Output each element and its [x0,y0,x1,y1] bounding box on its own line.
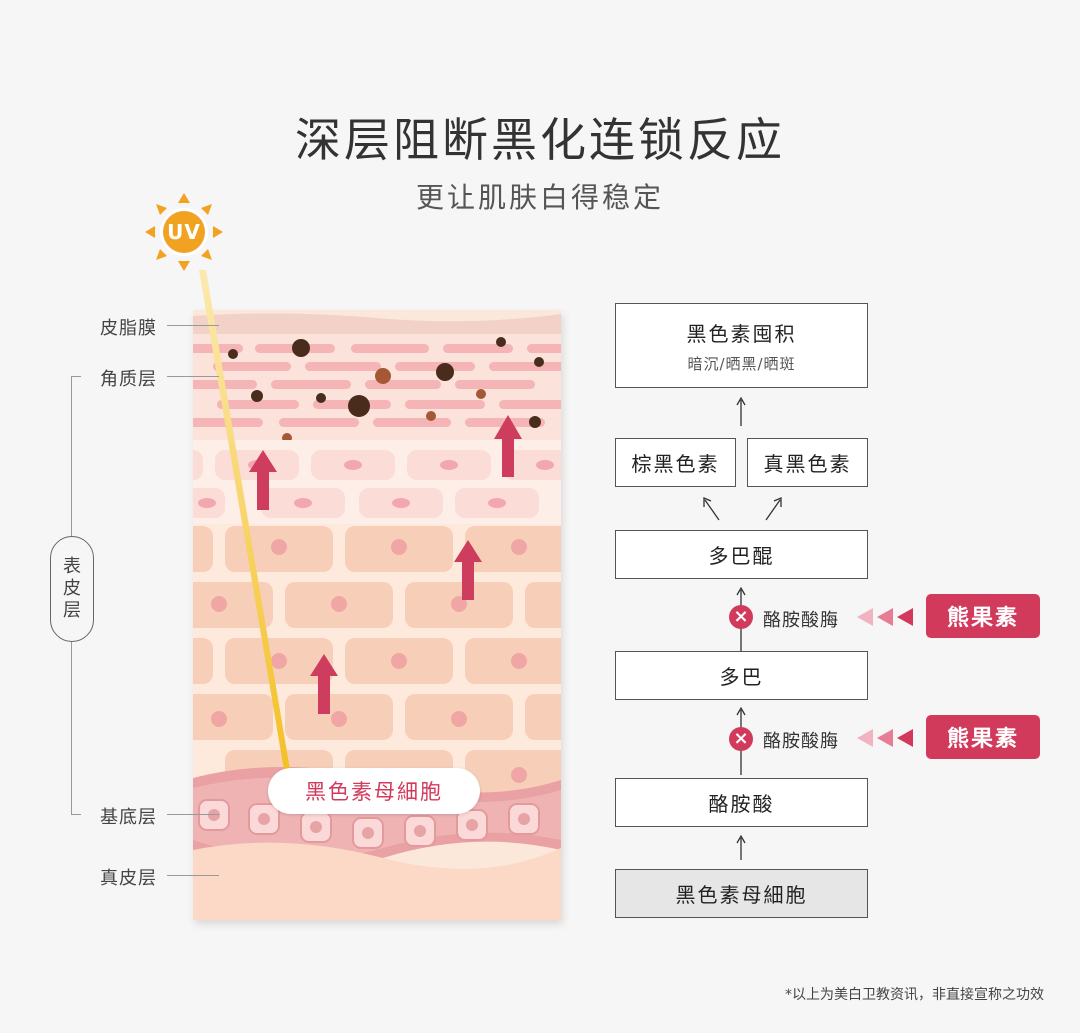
melanocyte-box-label: 黑色素母細胞 [675,883,808,907]
eumelanin-box: 真黑色素 [747,438,868,487]
basal-label: 基底层 [100,807,157,828]
pheomelanin-box: 棕黑色素 [615,438,736,487]
arbutin-badge-2: 熊果素 [926,715,1040,759]
epidermis-char-1: 表 [63,556,81,577]
inhibit-arrow-icon [897,729,913,747]
eumelanin-label: 真黑色素 [763,452,852,476]
block-x-icon: × [729,605,753,629]
stratum-corneum-leader-line [167,376,219,377]
inhibit-arrow-icon [897,608,913,626]
basal-leader-line [167,814,219,815]
tyrosine-label: 酪胺酸 [708,792,775,816]
dermis-label: 真皮层 [100,868,157,889]
melanin-accumulation-title: 黑色素囤积 [686,321,797,346]
epidermis-bracket-bottom [71,814,81,815]
epidermis-bracket-top [71,376,81,377]
footnote: *以上为美白卫教资讯，非直接宣称之功效 [785,987,1044,1003]
melanin-accumulation-box: 黑色素囤积 暗沉/晒黑/晒斑 [615,303,868,388]
inhibit-arrow-icon [877,729,893,747]
melanocyte-box: 黑色素母細胞 [615,869,868,918]
inhibit-arrow-icon [857,729,873,747]
melanin-accumulation-effects: 暗沉/晒黑/晒斑 [687,354,796,373]
arbutin-badge-1: 熊果素 [926,594,1040,638]
dermis-leader-line [167,875,219,876]
inhibit-arrow-icon [857,608,873,626]
tyrosinase-label-2: 酪胺酸脢 [763,731,839,752]
stratum-corneum-label: 角质层 [100,369,157,390]
epidermis-label: 表 皮 层 [50,536,94,642]
epidermis-char-3: 层 [63,600,81,621]
skin-cross-section [193,310,561,920]
page-title: 深层阻断黑化连锁反应 [295,113,785,167]
tyrosine-box: 酪胺酸 [615,778,868,827]
dopa-label: 多巴 [719,665,764,689]
tyrosinase-label-1: 酪胺酸脢 [763,610,839,631]
inhibit-arrow-icon [877,608,893,626]
block-x-icon: × [729,727,753,751]
dopaquinone-label: 多巴醌 [708,544,775,568]
sun-icon [145,193,223,271]
melanocyte-label: 黑色素母細胞 [268,768,480,814]
dopa-box: 多巴 [615,651,868,700]
epidermis-char-2: 皮 [63,578,81,599]
dopaquinone-box: 多巴醌 [615,530,868,579]
sebum-leader-line [167,325,219,326]
pheomelanin-label: 棕黑色素 [631,452,720,476]
page-subtitle: 更让肌肤白得稳定 [415,181,664,214]
sebum-label: 皮脂膜 [100,318,157,339]
uv-label: UV [167,220,201,244]
